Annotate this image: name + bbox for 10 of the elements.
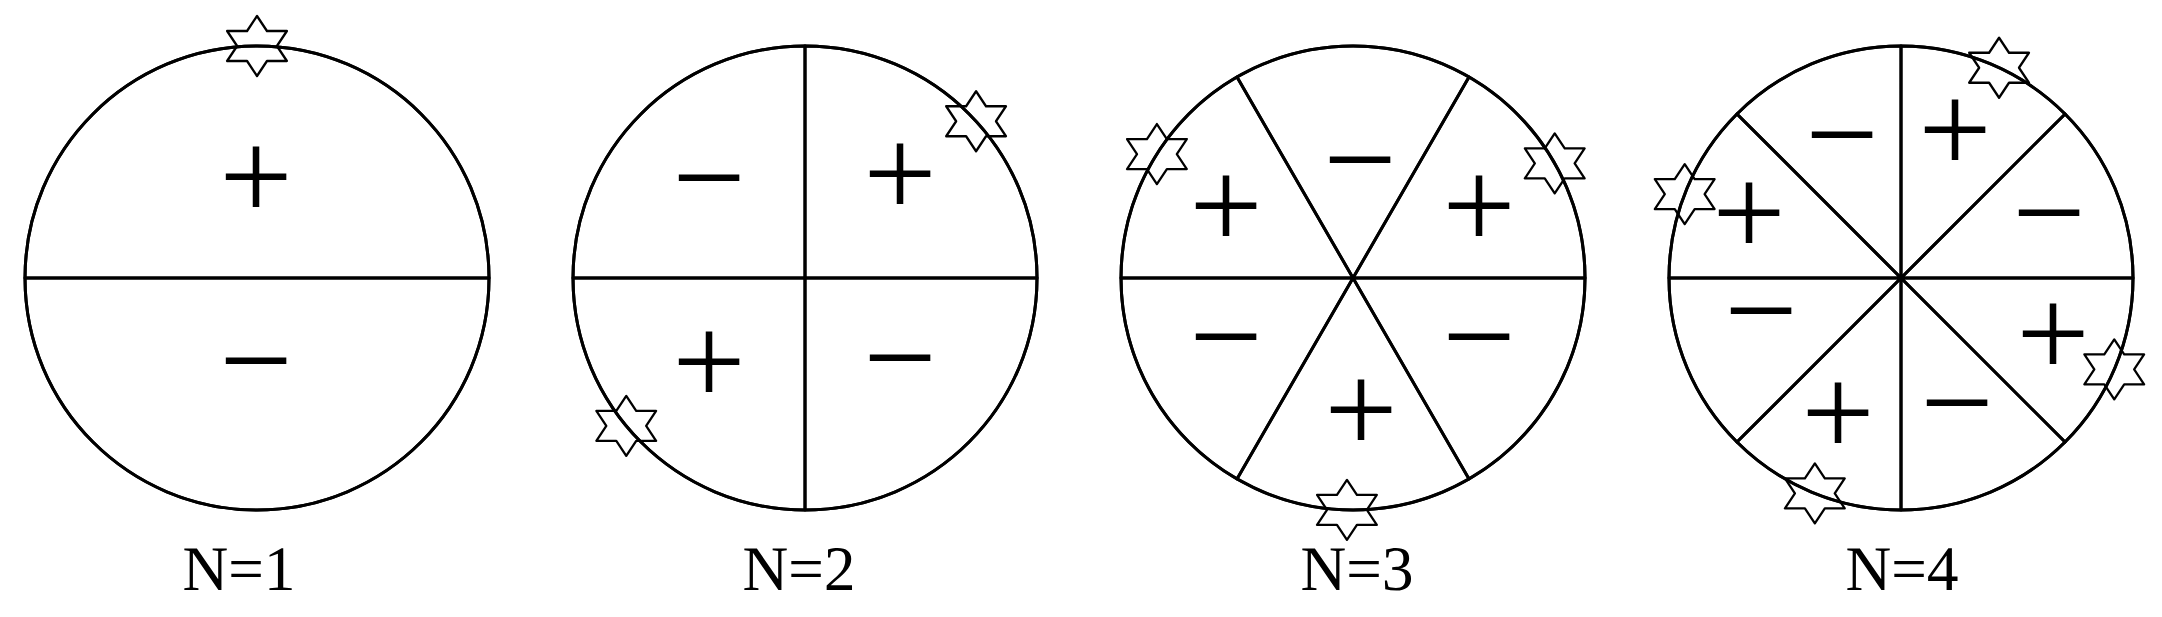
circle-sector: + <box>571 276 807 512</box>
circle-sector: + <box>23 44 491 280</box>
node-label: N=2 <box>744 548 852 590</box>
circle-sector: − <box>23 276 491 512</box>
node-label: N=3 <box>1302 548 1412 591</box>
node-label: N=4 <box>1847 548 1958 590</box>
circle-sector: − <box>571 44 807 280</box>
circle-sector: + <box>803 44 1039 280</box>
node-label: N=1 <box>184 548 292 590</box>
circle-sector: − <box>803 276 1039 512</box>
